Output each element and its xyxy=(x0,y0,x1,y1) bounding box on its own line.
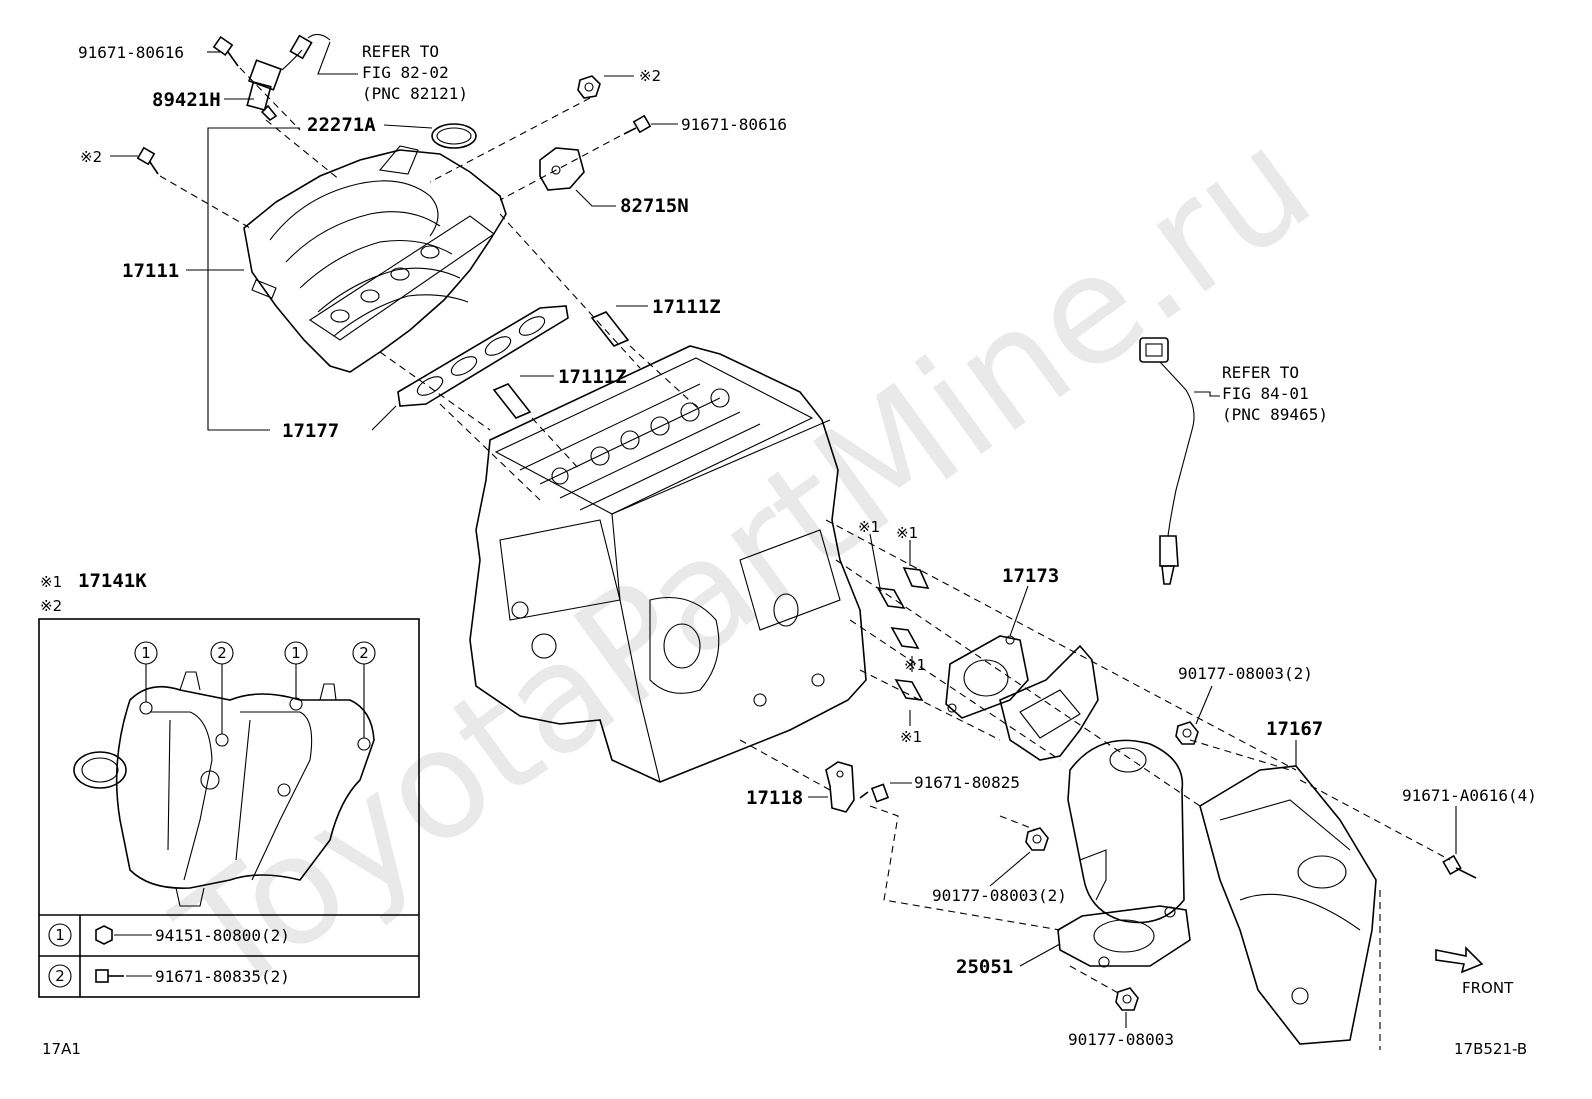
watermark: ToyotaPartMine.ru xyxy=(148,96,1342,1030)
svg-text:2: 2 xyxy=(217,644,227,662)
note-mark-2-left: ※2 xyxy=(80,148,102,166)
part-number-17173: 17173 xyxy=(1002,565,1059,587)
part-number-17111: 17111 xyxy=(122,260,179,282)
gasket-17173 xyxy=(945,635,1029,719)
part-number-91671-80616: 91671-80616 xyxy=(78,43,184,62)
part-number-22271A: 22271A xyxy=(307,114,376,136)
part-number-17177: 17177 xyxy=(282,420,339,442)
refer-note-line1: REFER TO xyxy=(362,42,439,61)
inset-frame xyxy=(38,618,420,998)
bolt-icon xyxy=(95,969,124,983)
bracket-17118 xyxy=(825,761,855,813)
callout-1: 1 xyxy=(284,641,308,698)
cylinder-head-block xyxy=(469,345,867,783)
bolt-icon xyxy=(859,783,890,803)
part-number-90177-08003: 90177-08003 xyxy=(1068,1030,1174,1049)
part-number-82715N: 82715N xyxy=(620,195,689,217)
part-number-17111Z-b: 17111Z xyxy=(558,366,627,388)
stud-icon xyxy=(890,627,920,649)
nut-icon xyxy=(1175,721,1199,745)
gasket-17177 xyxy=(397,305,569,407)
refer-note-line2: FIG 82-02 xyxy=(362,63,449,82)
front-label: FRONT xyxy=(1462,979,1514,997)
refer-note-line3: (PNC 82121) xyxy=(362,84,468,103)
oxygen-sensor xyxy=(1139,337,1195,585)
refer-note-o2-line1: REFER TO xyxy=(1222,363,1299,382)
assembly-lines xyxy=(159,67,1451,1050)
stud-icon xyxy=(876,587,906,609)
callout-2: 2 xyxy=(352,641,376,738)
bracket-82715N xyxy=(539,147,585,191)
intake-manifold-17111 xyxy=(243,145,507,373)
inset-title-mark: ※1 xyxy=(40,573,62,591)
bolt-icon xyxy=(212,35,239,67)
callout-2: 2 xyxy=(210,641,234,734)
stud-icon xyxy=(492,383,532,419)
legend-part-94151-80800: 94151-80800(2) xyxy=(155,926,290,945)
gasket-22271A xyxy=(431,123,477,149)
part-number-91671-80825: 91671-80825 xyxy=(914,773,1020,792)
inset-title-part: 17141K xyxy=(78,570,147,592)
svg-text:1: 1 xyxy=(55,926,65,944)
legend-row-2: 2 91671-80835(2) xyxy=(48,964,290,988)
stud-icon xyxy=(902,567,930,589)
callout-1: 1 xyxy=(134,641,158,702)
figure-id-right: 17B521-B xyxy=(1454,1040,1527,1058)
heat-insulator-17167 xyxy=(1199,765,1377,1045)
note-mark-1-c: ※1 xyxy=(904,656,926,674)
bolt-icon xyxy=(136,146,159,175)
inset-sub-mark: ※2 xyxy=(40,597,62,615)
front-arrow-icon xyxy=(1435,946,1484,974)
part-number-17111Z-a: 17111Z xyxy=(652,296,721,318)
part-number-90177-08003-2-upper: 90177-08003(2) xyxy=(1178,664,1313,683)
nut-icon xyxy=(577,75,601,99)
stud-icon xyxy=(590,311,630,347)
part-number-17118: 17118 xyxy=(746,787,803,809)
part-number-91671-A0616-4: 91671-A0616(4) xyxy=(1402,786,1537,805)
part-number-90177-08003-2-lower: 90177-08003(2) xyxy=(932,886,1067,905)
inset-17141K: ※1 17141K ※2 1 xyxy=(38,570,420,998)
refer-note-o2-line2: FIG 84-01 xyxy=(1222,384,1309,403)
stud-icon xyxy=(894,679,924,701)
legend-part-91671-80835: 91671-80835(2) xyxy=(155,967,290,986)
note-mark-1-b: ※1 xyxy=(896,524,918,542)
nut-icon xyxy=(1115,987,1139,1011)
svg-text:2: 2 xyxy=(55,967,65,985)
nut-icon xyxy=(95,925,113,945)
part-number-25051: 25051 xyxy=(956,956,1013,978)
note-mark-1-d: ※1 xyxy=(900,728,922,746)
figure-id-left: 17A1 xyxy=(42,1040,81,1058)
nut-icon xyxy=(1025,827,1049,851)
svg-text:1: 1 xyxy=(291,644,301,662)
part-number-17167: 17167 xyxy=(1266,718,1323,740)
note-mark-1-a: ※1 xyxy=(858,518,880,536)
sensor-89421H xyxy=(212,33,331,122)
refer-note-o2-line3: (PNC 89465) xyxy=(1222,405,1328,424)
svg-text:1: 1 xyxy=(141,644,151,662)
legend-row-1: 1 94151-80800(2) xyxy=(48,923,290,947)
note-mark-2-top: ※2 xyxy=(639,67,661,85)
exhaust-manifold-converter-25051 xyxy=(999,644,1191,968)
part-number-89421H: 89421H xyxy=(152,89,221,111)
bolt-icon xyxy=(623,114,652,135)
part-number-91671-80616-right: 91671-80616 xyxy=(681,115,787,134)
svg-text:2: 2 xyxy=(359,644,369,662)
